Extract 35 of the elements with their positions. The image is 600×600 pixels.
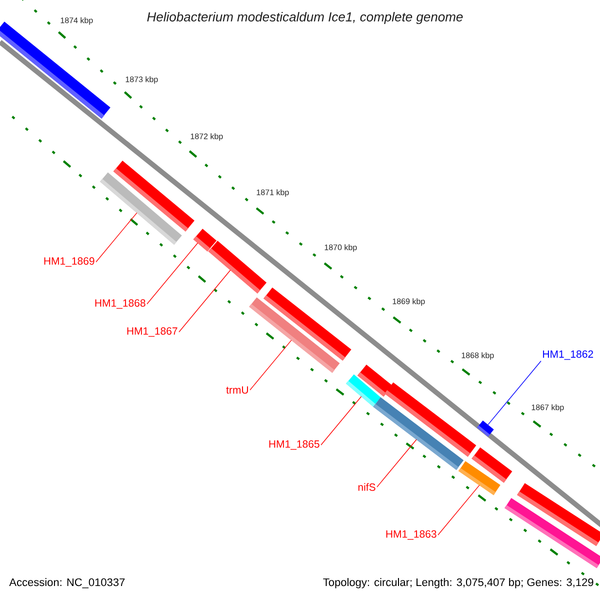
gene-bar bbox=[113, 160, 194, 232]
leader-line bbox=[250, 340, 292, 390]
gene-bar bbox=[208, 240, 267, 294]
leader-line bbox=[146, 242, 198, 304]
gene-bar bbox=[373, 397, 464, 470]
gene-label: HM1_1862 bbox=[543, 350, 594, 360]
scale-label: 1871 kbp bbox=[256, 189, 289, 197]
leader-line bbox=[376, 439, 417, 488]
leader-line bbox=[178, 270, 231, 332]
gene-bar bbox=[458, 461, 500, 496]
scale-label: 1874 kbp bbox=[60, 17, 93, 25]
title: Heliobacterium modesticaldum Ice1, complete genome bbox=[147, 12, 463, 24]
scale-label: 1870 kbp bbox=[324, 244, 357, 252]
leader-line bbox=[438, 484, 480, 536]
scale-label: 1867 kbp bbox=[532, 404, 564, 412]
gene-bar bbox=[476, 420, 494, 437]
scale-label: 1868 kbp bbox=[462, 352, 494, 360]
gene-bar bbox=[504, 498, 600, 568]
gene-bar bbox=[346, 374, 381, 407]
leader-line bbox=[320, 396, 362, 446]
scale-label: 1869 kbp bbox=[392, 298, 425, 306]
leader-line bbox=[96, 212, 138, 262]
gene-label: nifS bbox=[358, 483, 376, 491]
leader-line bbox=[488, 360, 542, 426]
gene-label: HM1_1868 bbox=[95, 299, 146, 309]
scale-label: 1872 kbp bbox=[190, 133, 223, 141]
gene-label: HM1_1863 bbox=[386, 530, 436, 540]
gene-label: trmU bbox=[226, 386, 248, 394]
gene-label: HM1_1865 bbox=[269, 440, 320, 450]
gene-label: HM1_1867 bbox=[127, 327, 178, 337]
footer-text: Topology: circular; Length: 3,075,407 bp; Genes: 3,129 bbox=[323, 578, 594, 588]
gene-label: HM1_1869 bbox=[44, 257, 94, 267]
gene-bar bbox=[249, 297, 340, 373]
scale-label: 1873 kbp bbox=[126, 76, 158, 84]
footer-text: Accession: NC_010337 bbox=[9, 578, 125, 588]
